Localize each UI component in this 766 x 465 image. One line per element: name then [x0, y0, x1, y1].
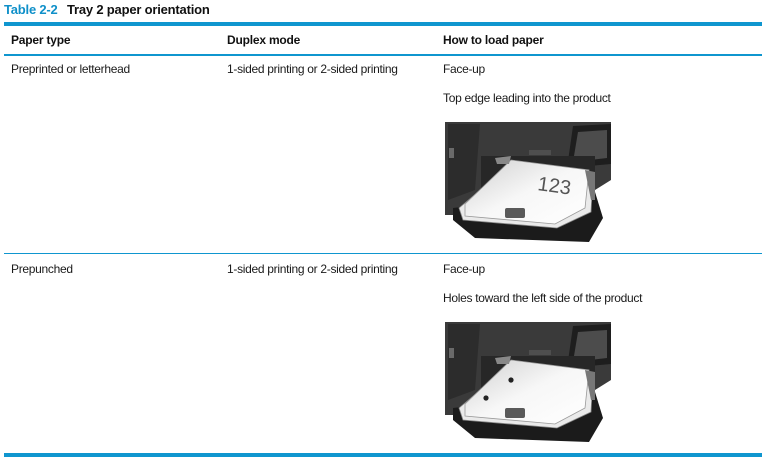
table-top-rule — [4, 22, 762, 26]
paper-type-cell: Preprinted or letterhead — [11, 62, 130, 76]
table-caption: Table 2-2 Tray 2 paper orientation — [4, 2, 210, 17]
duplex-mode-cell: 1-sided printing or 2-sided printing — [227, 262, 398, 276]
column-header-how-to-load: How to load paper — [443, 33, 544, 47]
row-divider — [4, 253, 762, 254]
table-title: Tray 2 paper orientation — [67, 2, 210, 17]
printer-tray-paper-123-icon: 123 — [445, 122, 611, 242]
printer-tray-prepunched-paper-icon — [445, 322, 611, 442]
column-header-duplex-mode: Duplex mode — [227, 33, 301, 47]
duplex-mode-cell: 1-sided printing or 2-sided printing — [227, 62, 398, 76]
load-instruction-cell: Holes toward the left side of the produc… — [443, 291, 643, 305]
svg-text:123: 123 — [536, 173, 572, 199]
paper-type-cell: Prepunched — [11, 262, 73, 276]
header-divider — [4, 54, 762, 56]
load-orientation-cell: Face-up — [443, 262, 485, 276]
column-header-paper-type: Paper type — [11, 33, 71, 47]
table-bottom-rule — [4, 453, 762, 457]
load-orientation-cell: Face-up — [443, 62, 485, 76]
load-instruction-cell: Top edge leading into the product — [443, 91, 611, 105]
table-number: Table 2-2 — [4, 2, 58, 17]
